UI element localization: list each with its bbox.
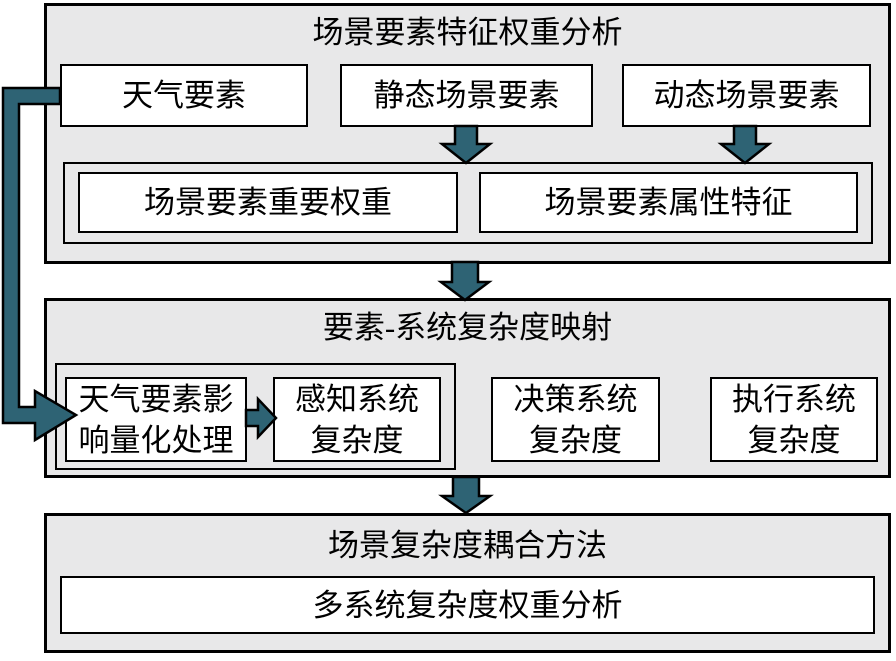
box-weather-elements: 天气要素 [60, 64, 308, 127]
box-element-importance-weight: 场景要素重要权重 [78, 172, 458, 233]
box-execution-complexity-line2: 复杂度 [747, 422, 841, 458]
box-dynamic-scene-elements-label: 动态场景要素 [653, 78, 840, 113]
box-weather-quantification-line2: 响量化处理 [78, 422, 234, 458]
down-arrow-section2-to-section3-icon [438, 475, 494, 515]
box-static-scene-elements: 静态场景要素 [340, 64, 593, 127]
box-perception-complexity-line1: 感知系统 [295, 381, 419, 417]
box-perception-complexity-line2: 复杂度 [310, 422, 404, 458]
box-execution-complexity-line1: 执行系统 [732, 381, 856, 417]
box-execution-complexity: 执行系统 复杂度 [710, 377, 878, 462]
section-complexity-mapping-title: 要素-系统复杂度映射 [322, 310, 613, 345]
section-feature-weight-title: 场景要素特征权重分析 [312, 15, 623, 50]
box-static-scene-elements-label: 静态场景要素 [373, 78, 560, 113]
box-decision-complexity: 决策系统 复杂度 [491, 377, 660, 462]
box-dynamic-scene-elements: 动态场景要素 [622, 64, 871, 127]
down-arrow-section1-to-section2-icon [437, 260, 493, 302]
box-decision-complexity-line1: 决策系统 [513, 381, 638, 417]
box-element-attribute-features: 场景要素属性特征 [479, 172, 858, 233]
box-element-importance-weight-label: 场景要素重要权重 [144, 185, 392, 220]
box-weather-elements-label: 天气要素 [122, 78, 246, 113]
box-decision-complexity-line2: 复杂度 [529, 422, 622, 458]
box-weather-quantification: 天气要素影 响量化处理 [65, 377, 247, 462]
box-multisystem-weight-analysis: 多系统复杂度权重分析 [60, 576, 875, 634]
box-multisystem-weight-analysis-label: 多系统复杂度权重分析 [312, 587, 623, 623]
box-element-attribute-features-label: 场景要素属性特征 [544, 185, 793, 220]
section-coupling-method-title: 场景复杂度耦合方法 [328, 528, 607, 563]
box-perception-complexity: 感知系统 复杂度 [273, 377, 441, 462]
box-weather-quantification-line1: 天气要素影 [78, 381, 234, 417]
